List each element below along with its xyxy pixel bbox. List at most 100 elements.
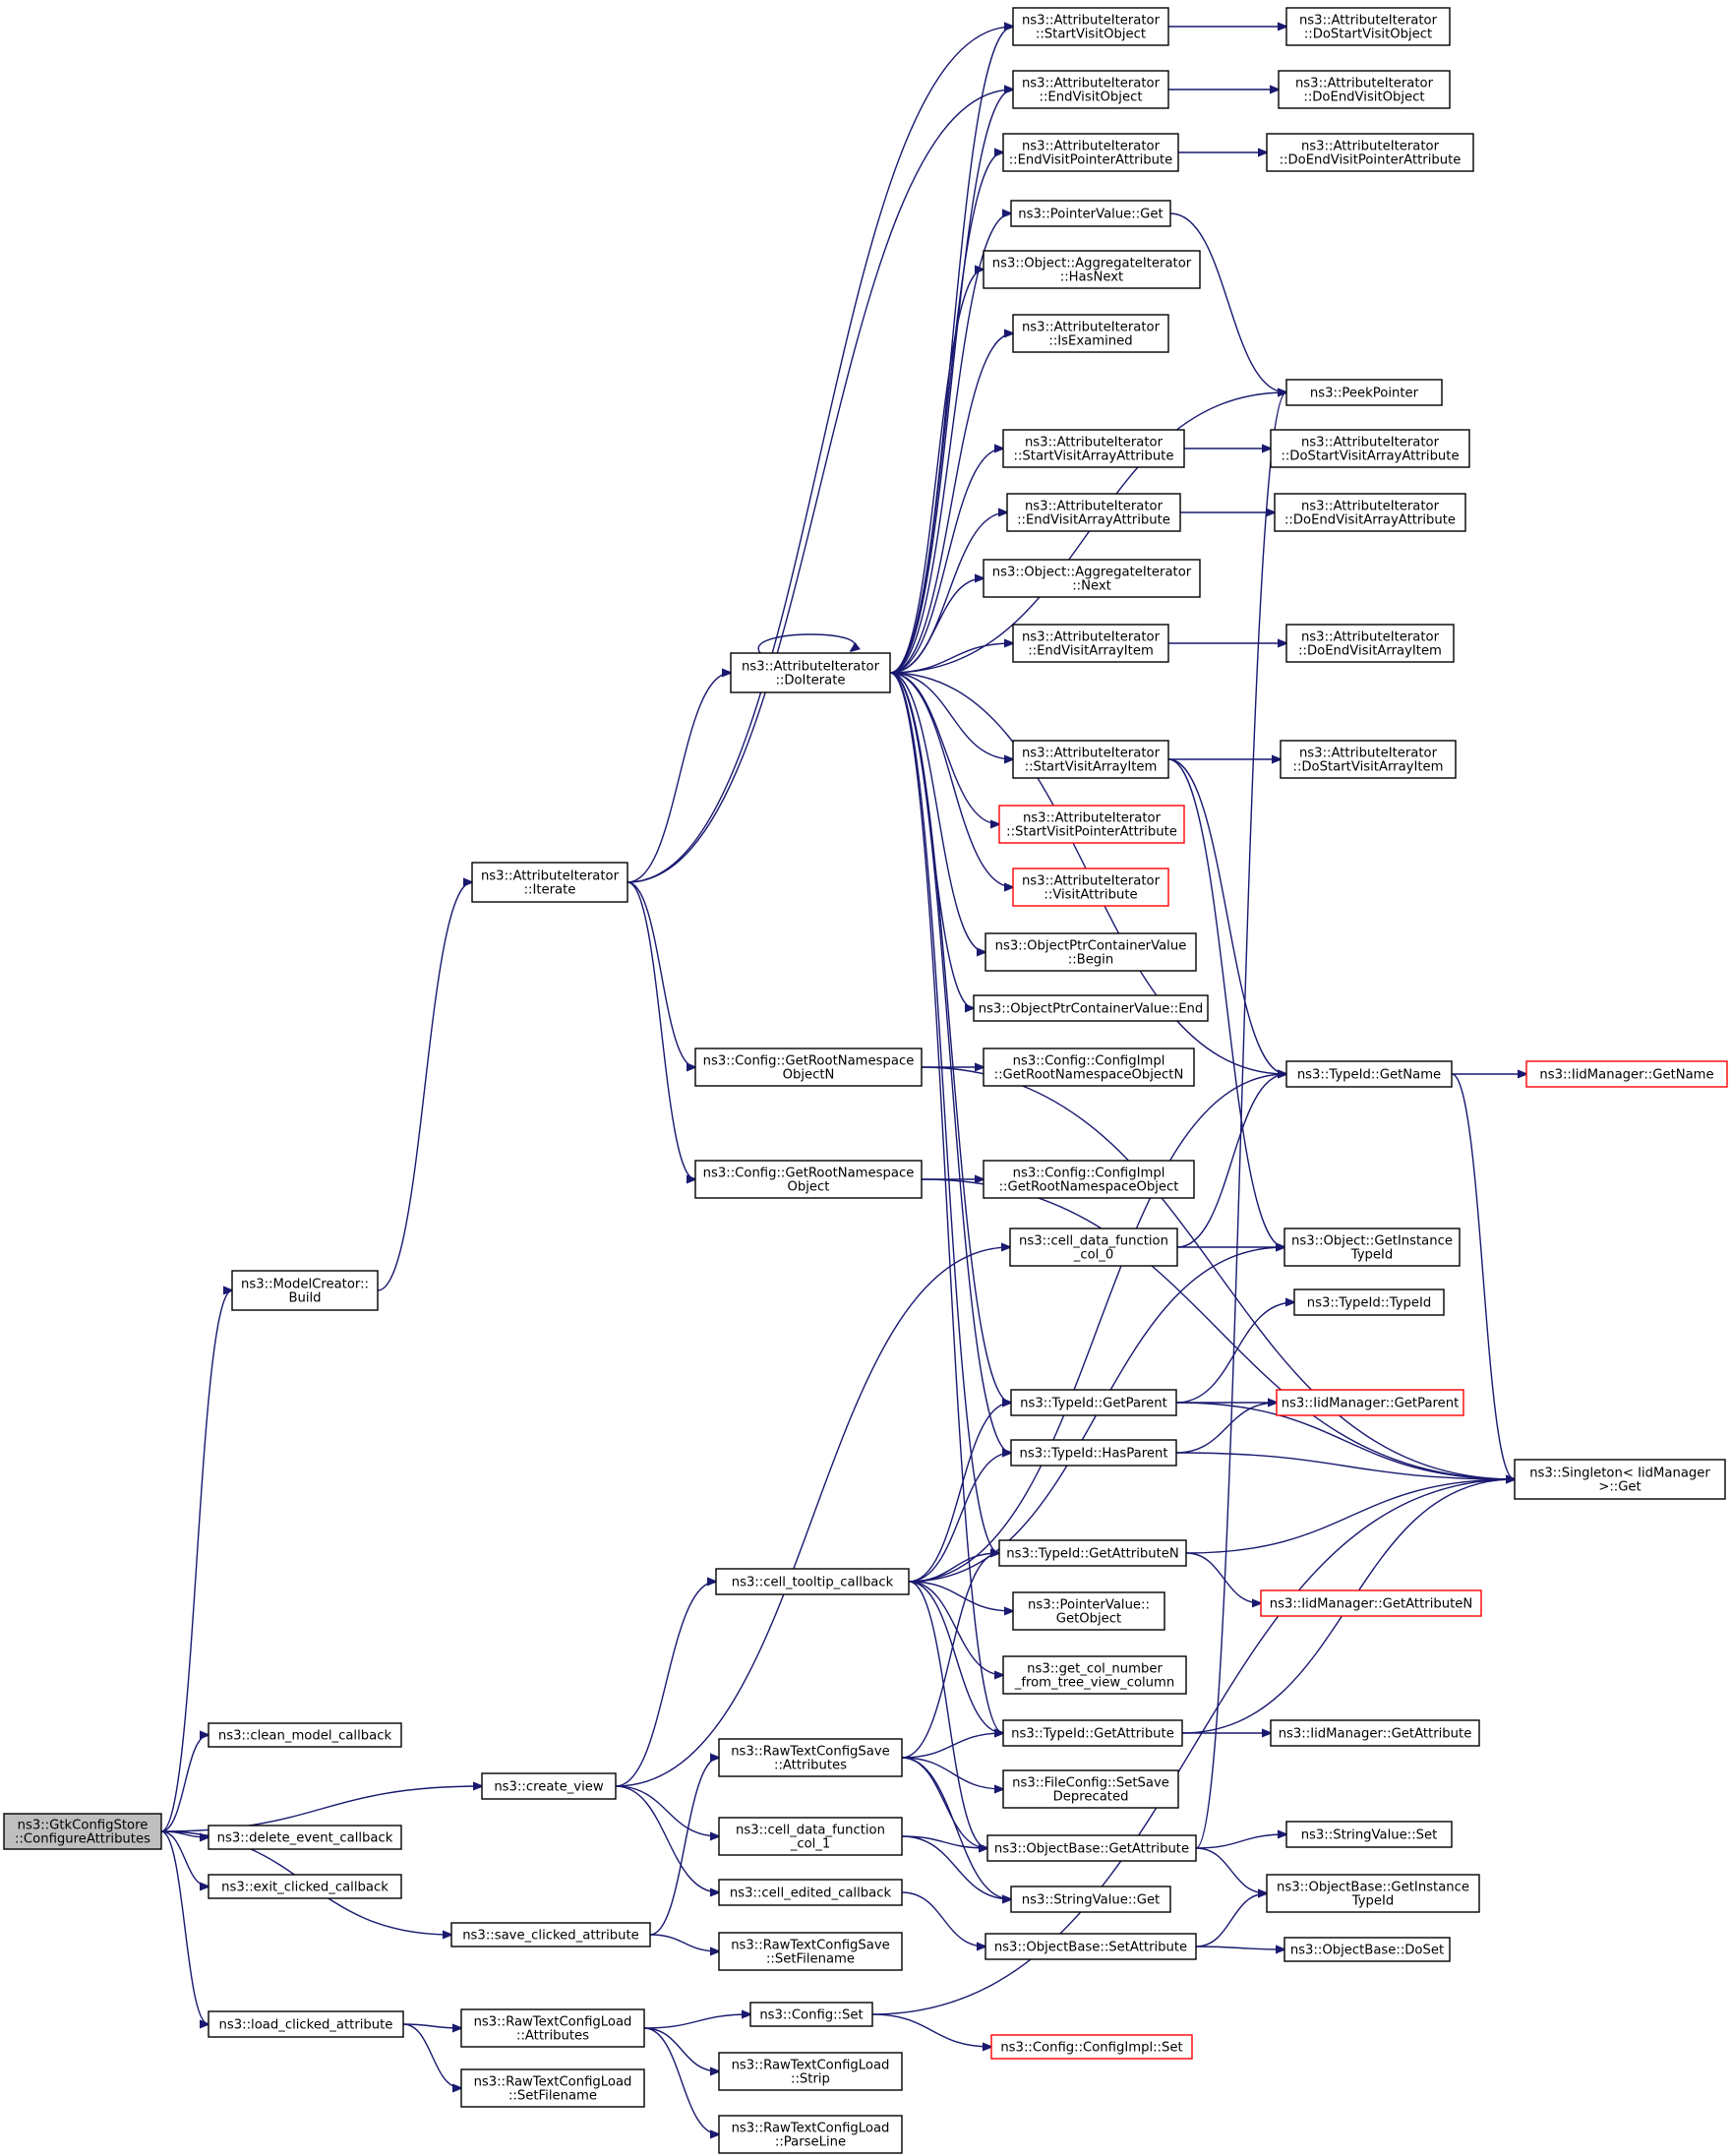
node-tidTypeId[interactable]: ns3::TypeId::TypeId — [1293, 1288, 1445, 1316]
node-strValGet[interactable]: ns3::StringValue::Get — [1010, 1886, 1171, 1913]
node-peekPointer[interactable]: ns3::PeekPointer — [1285, 379, 1443, 406]
node-cdf0[interactable]: ns3::cell_data_function_col_0 — [1009, 1228, 1178, 1267]
edge-rtclAttr-to-rtclParse — [643, 2027, 719, 2134]
node-label: ns3::exit_clicked_callback — [221, 1881, 388, 1895]
node-label: ns3::ModelCreator:: — [241, 1278, 369, 1292]
node-createview[interactable]: ns3::create_view — [481, 1772, 617, 1800]
node-startVisitObj[interactable]: ns3::AttributeIterator::StartVisitObject — [1012, 7, 1169, 46]
node-obSetAttr[interactable]: ns3::ObjectBase::SetAttribute — [985, 1933, 1197, 1960]
node-iidGetAttrN[interactable]: ns3::IidManager::GetAttributeN — [1260, 1589, 1482, 1617]
node-cfgImplRootN[interactable]: ns3::Config::ConfigImpl::GetRootNamespac… — [983, 1048, 1195, 1087]
node-exit[interactable]: ns3::exit_clicked_callback — [208, 1874, 402, 1899]
node-ptrValGet[interactable]: ns3::PointerValue::Get — [1010, 200, 1171, 227]
node-cdf1[interactable]: ns3::cell_data_function_col_1 — [718, 1817, 903, 1856]
node-cfgImplRoot[interactable]: ns3::Config::ConfigImpl::GetRootNamespac… — [983, 1160, 1195, 1199]
node-optrBegin[interactable]: ns3::ObjectPtrContainerValue::Begin — [985, 932, 1197, 972]
node-box — [450, 1922, 651, 1947]
node-iterate[interactable]: ns3::AttributeIterator::Iterate — [471, 862, 628, 903]
node-doEndVisitObj[interactable]: ns3::AttributeIterator::DoEndVisitObject — [1278, 70, 1451, 109]
node-box — [208, 1874, 402, 1899]
node-tooltip[interactable]: ns3::cell_tooltip_callback — [715, 1568, 910, 1595]
node-isExamined[interactable]: ns3::AttributeIterator::IsExamined — [1012, 314, 1169, 353]
node-label: ns3::IidManager::GetParent — [1282, 1397, 1460, 1411]
node-mcb[interactable]: ns3::ModelCreator::Build — [231, 1270, 379, 1311]
node-tidGetName[interactable]: ns3::TypeId::GetName — [1285, 1060, 1453, 1088]
node-box — [715, 1568, 910, 1595]
node-delete[interactable]: ns3::delete_event_callback — [208, 1825, 402, 1850]
node-getrootN[interactable]: ns3::Config::GetRootNamespaceObjectN — [694, 1048, 923, 1087]
node-doEndVisitArrItem[interactable]: ns3::AttributeIterator::DoEndVisitArrayI… — [1285, 624, 1455, 663]
node-endVisitPtr[interactable]: ns3::AttributeIterator::EndVisitPointerA… — [1002, 133, 1179, 172]
edge-createview-to-cdf0 — [615, 1247, 1010, 1787]
node-iidGetParent[interactable]: ns3::IidManager::GetParent — [1276, 1389, 1464, 1416]
node-label: ns3::RawTextConfigLoad — [732, 2059, 890, 2073]
edge-createview-to-celledited — [615, 1785, 719, 1892]
node-label: ::DoStartVisitObject — [1304, 28, 1432, 42]
node-endVisitArr[interactable]: ns3::AttributeIterator::EndVisitArrayAtt… — [1006, 493, 1181, 532]
node-box — [231, 1270, 379, 1311]
node-tidHasParent[interactable]: ns3::TypeId::HasParent — [1010, 1439, 1177, 1467]
node-tidGetParent[interactable]: ns3::TypeId::GetParent — [1010, 1389, 1177, 1416]
node-label: ns3::save_clicked_attribute — [462, 1929, 639, 1944]
node-doStartVisitArrItem[interactable]: ns3::AttributeIterator::DoStartVisitArra… — [1280, 740, 1457, 779]
edge-getrootN-to-singletonGet — [921, 1066, 1515, 1479]
node-configSet[interactable]: ns3::Config::Set — [749, 2002, 873, 2027]
node-endVisitObj[interactable]: ns3::AttributeIterator::EndVisitObject — [1012, 70, 1169, 109]
node-doiterate[interactable]: ns3::AttributeIterator::DoIterate — [730, 652, 891, 693]
node-celledited[interactable]: ns3::cell_edited_callback — [718, 1879, 903, 1906]
node-label: ns3::ObjectBase::SetAttribute — [994, 1941, 1187, 1955]
node-label: ns3::create_view — [494, 1780, 604, 1795]
node-saveclick[interactable]: ns3::save_clicked_attribute — [450, 1922, 651, 1947]
node-tidGetAttr[interactable]: ns3::TypeId::GetAttribute — [1002, 1719, 1183, 1747]
node-rtcsSetFn[interactable]: ns3::RawTextConfigSave::SetFilename — [718, 1932, 903, 1971]
node-box — [718, 1738, 903, 1777]
node-rtcsAttr[interactable]: ns3::RawTextConfigSave::Attributes — [718, 1738, 903, 1777]
node-label: ns3::RawTextConfigSave — [731, 1939, 890, 1953]
node-label: ns3::PointerValue::Get — [1018, 208, 1163, 222]
node-visitAttr[interactable]: ns3::AttributeIterator::VisitAttribute — [1012, 868, 1169, 907]
node-doStartVisitArr[interactable]: ns3::AttributeIterator::DoStartVisitArra… — [1270, 429, 1470, 468]
node-box — [973, 994, 1209, 1022]
node-rtclParse[interactable]: ns3::RawTextConfigLoad::ParseLine — [718, 2115, 903, 2154]
node-label: ::SetFilename — [508, 2089, 597, 2104]
node-obDoSet[interactable]: ns3::ObjectBase::DoSet — [1283, 1937, 1451, 1962]
node-aggNext[interactable]: ns3::Object::AggregateIterator::Next — [983, 559, 1201, 598]
edge-tidHasParent-to-iidGetParent — [1175, 1403, 1277, 1454]
node-clean[interactable]: ns3::clean_model_callback — [208, 1722, 402, 1748]
node-doStartVisitObj[interactable]: ns3::AttributeIterator::DoStartVisitObje… — [1285, 7, 1451, 46]
node-cfgImplSet[interactable]: ns3::Config::ConfigImpl::Set — [990, 2034, 1193, 2060]
node-doEndVisitPtr[interactable]: ns3::AttributeIterator::DoEndVisitPointe… — [1266, 133, 1474, 172]
node-aggHasNext[interactable]: ns3::Object::AggregateIterator::HasNext — [983, 250, 1201, 289]
node-tidGetAttrN[interactable]: ns3::TypeId::GetAttributeN — [998, 1539, 1187, 1567]
node-strValSet[interactable]: ns3::StringValue::Set — [1285, 1821, 1453, 1848]
node-optrEnd[interactable]: ns3::ObjectPtrContainerValue::End — [973, 994, 1209, 1022]
node-startVisitPtr[interactable]: ns3::AttributeIterator::StartVisitPointe… — [998, 805, 1185, 844]
node-rtclStrip[interactable]: ns3::RawTextConfigLoad::Strip — [718, 2052, 903, 2091]
node-root[interactable]: ns3::GtkConfigStore::ConfigureAttributes — [3, 1813, 162, 1850]
node-label: ns3::PeekPointer — [1310, 387, 1419, 401]
node-box — [749, 2002, 873, 2027]
node-startVisitArr[interactable]: ns3::AttributeIterator::StartVisitArrayA… — [1002, 429, 1185, 468]
node-label: >::Get — [1598, 1480, 1641, 1495]
node-box — [1274, 493, 1466, 532]
node-label: ns3::IidManager::GetAttributeN — [1270, 1597, 1473, 1612]
node-rtclSetFn[interactable]: ns3::RawTextConfigLoad::SetFilename — [460, 2068, 645, 2108]
node-loadclick[interactable]: ns3::load_clicked_attribute — [208, 2010, 404, 2038]
node-ptrValGetObj[interactable]: ns3::PointerValue::GetObject — [1012, 1591, 1165, 1631]
node-endVisitArrItem[interactable]: ns3::AttributeIterator::EndVisitArrayIte… — [1012, 624, 1169, 663]
node-iidGetName[interactable]: ns3::IidManager::GetName — [1525, 1060, 1728, 1088]
edge-iterate-to-getrootN — [627, 881, 695, 1067]
node-getColNum[interactable]: ns3::get_col_number_from_tree_view_colum… — [1002, 1655, 1187, 1695]
node-box — [1266, 133, 1474, 172]
node-startVisitArrItem[interactable]: ns3::AttributeIterator::StartVisitArrayI… — [1012, 740, 1169, 779]
node-doEndVisitArr[interactable]: ns3::AttributeIterator::DoEndVisitArrayA… — [1274, 493, 1466, 532]
node-label: Object — [788, 1180, 830, 1195]
node-obGetAttr[interactable]: ns3::ObjectBase::GetAttribute — [986, 1834, 1197, 1862]
node-getroot[interactable]: ns3::Config::GetRootNamespaceObject — [694, 1160, 923, 1199]
node-rtclAttr[interactable]: ns3::RawTextConfigLoad::Attributes — [460, 2008, 645, 2048]
node-iidGetAttr[interactable]: ns3::IidManager::GetAttribute — [1270, 1719, 1480, 1747]
node-singletonGet[interactable]: ns3::Singleton< IidManager>::Get — [1514, 1459, 1726, 1500]
